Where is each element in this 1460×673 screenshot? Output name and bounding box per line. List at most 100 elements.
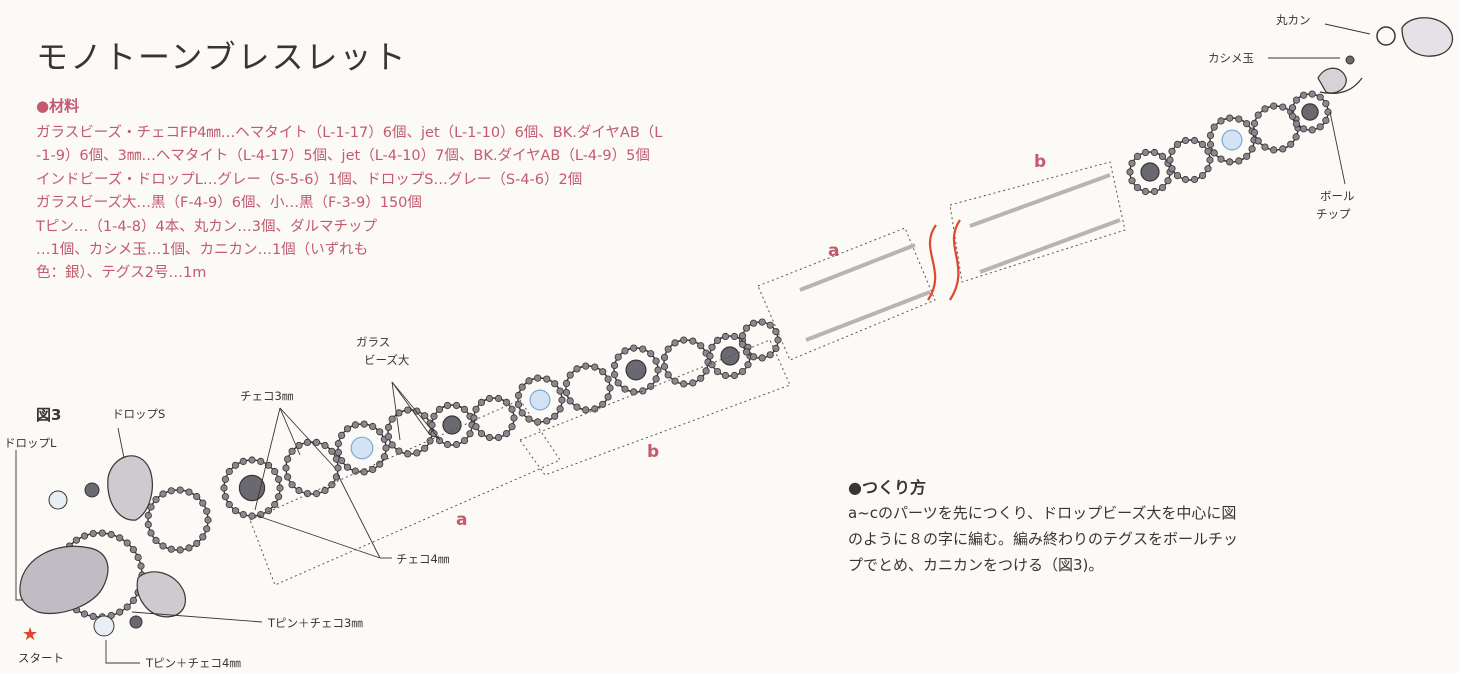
seed-bead (1322, 100, 1330, 108)
seed-bead (274, 493, 283, 501)
seed-bead (664, 345, 672, 353)
seed-bead (1141, 187, 1150, 196)
seed-bead (1308, 90, 1316, 98)
cord-line (979, 218, 1121, 274)
seed-bead (288, 481, 296, 489)
seed-bead (283, 455, 292, 463)
seed-bead (1190, 175, 1199, 184)
seed-bead (606, 384, 614, 392)
seed-bead (485, 433, 494, 442)
seed-bead (508, 405, 516, 413)
seed-bead (421, 412, 429, 420)
method-line: のように８の字に編む。編み終わりのテグスをボールチッ (848, 530, 1239, 548)
clasp-hook (1319, 77, 1363, 95)
seed-bead (129, 596, 137, 605)
seed-bead (610, 361, 619, 369)
seed-bead (89, 529, 97, 538)
seed-bead (738, 332, 747, 340)
seed-bead (702, 367, 710, 375)
seed-bead (494, 433, 503, 442)
seed-bead (1217, 117, 1225, 125)
seed-bead (283, 473, 292, 481)
seed-bead (647, 350, 655, 358)
seed-bead (543, 375, 551, 383)
seed-bead (621, 385, 629, 393)
seed-bead (1206, 131, 1215, 139)
segment-label-b: b (647, 442, 659, 462)
seed-bead (1316, 93, 1324, 101)
seed-bead (508, 423, 516, 431)
seed-bead (758, 318, 766, 326)
seed-bead (257, 457, 265, 465)
seed-bead (185, 544, 193, 552)
seed-bead (1243, 120, 1251, 128)
seed-bead (321, 441, 329, 450)
seed-bead (647, 382, 655, 390)
seed-bead (721, 332, 730, 341)
drop-l-bead (19, 545, 109, 615)
seed-bead (1226, 158, 1234, 166)
czech-bead (529, 389, 551, 411)
drop-s-bead (136, 571, 186, 618)
seed-bead (1261, 143, 1269, 151)
seed-bead (485, 394, 494, 403)
seed-bead (159, 490, 167, 498)
seed-bead (443, 440, 452, 449)
seed-bead (721, 371, 730, 380)
seed-bead (384, 423, 393, 431)
seed-bead (435, 405, 444, 413)
seed-bead (556, 387, 564, 395)
seed-bead (337, 456, 346, 465)
seed-bead (697, 342, 705, 350)
cord-line (805, 290, 931, 342)
seed-bead (404, 450, 412, 458)
seed-bead (730, 371, 739, 380)
seed-bead (144, 511, 152, 520)
seed-bead (1292, 120, 1301, 128)
seed-bead (123, 603, 131, 611)
seed-bead (369, 422, 377, 431)
seed-bead (582, 362, 590, 370)
seed-bead (239, 457, 247, 465)
seed-bead (660, 353, 669, 361)
seed-bead (1288, 104, 1297, 112)
seed-bead (1270, 146, 1278, 154)
seed-bead (708, 361, 716, 369)
crimp-bead (1345, 55, 1355, 65)
seed-bead (193, 539, 201, 548)
seed-bead (614, 379, 622, 387)
label-glass-large-1: ガラス (356, 335, 390, 349)
seed-bead (1158, 152, 1167, 160)
cord-line (969, 173, 1111, 228)
seed-bead (1206, 156, 1214, 164)
seed-bead (1235, 115, 1243, 123)
seed-bead (1128, 177, 1136, 185)
materials-line: 色：銀）、テグス2号…1m (36, 265, 207, 282)
seed-bead (562, 379, 571, 387)
seed-bead (639, 345, 647, 353)
seed-bead (185, 488, 193, 496)
materials-heading: ●材料 (36, 97, 80, 115)
label-tpin-czech-3mm: Tピン＋チェコ3㎜ (267, 616, 363, 630)
seed-bead (203, 525, 211, 533)
seed-bead (351, 421, 359, 429)
seed-bead (1254, 111, 1262, 119)
czech-bead (1221, 129, 1243, 151)
seed-bead (248, 456, 256, 464)
jump-ring (1376, 26, 1396, 46)
seed-bead (152, 495, 160, 504)
segment-b-upper-box (949, 161, 1126, 283)
seed-bead (295, 486, 303, 495)
seed-bead (742, 324, 751, 332)
seed-bead (98, 529, 106, 537)
seed-bead (221, 493, 229, 501)
seed-bead (1168, 165, 1176, 173)
method-line: プでとめ、カニカンをつける（図3)。 (848, 556, 1104, 574)
materials-line: Tピン…（1-4-8）4本、丸カン…3個、ダルマチップ (36, 218, 377, 235)
seed-bead (534, 418, 542, 426)
seed-bead (1198, 140, 1207, 148)
seed-bead (312, 489, 321, 498)
seed-bead (376, 460, 384, 468)
seed-bead (697, 374, 705, 382)
seed-bead (680, 380, 688, 388)
